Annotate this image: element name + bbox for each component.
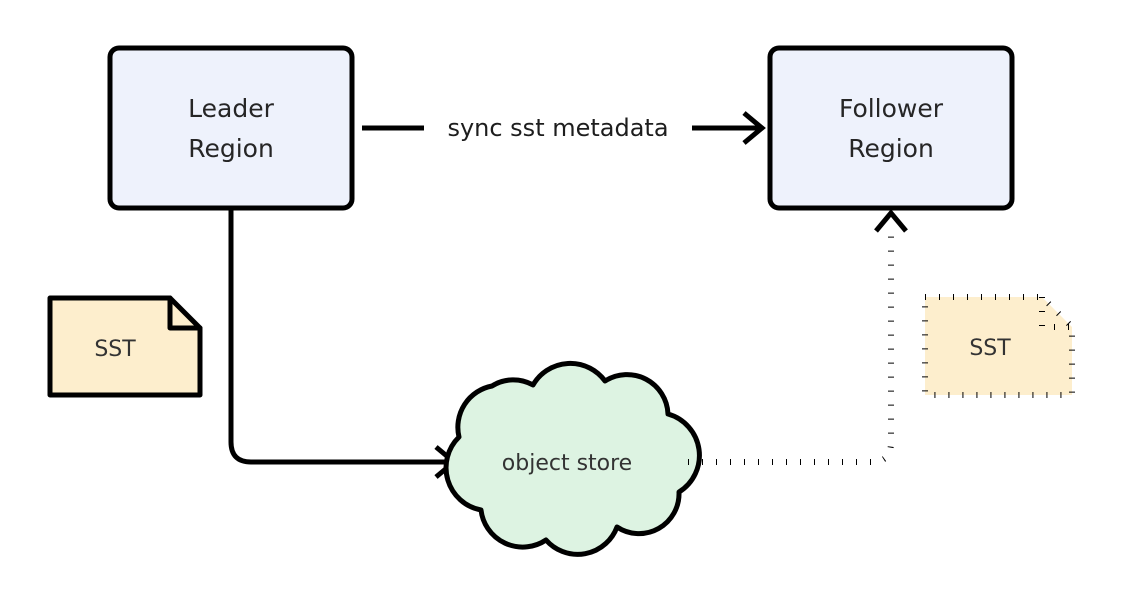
sst-leader-label: SST [94,337,136,362]
edge-sync-metadata: sync sst metadata [362,111,766,145]
upload-to-store-path [228,210,452,465]
leader-region-box [107,45,355,211]
sync-metadata-arrowhead [742,111,766,145]
sst-follower-note-fill [925,297,1072,395]
sst-follower-label: SST [969,336,1011,361]
leader-region-label-line2: Region [188,134,274,163]
node-leader-region[interactable]: Leader Region [107,45,355,211]
fetch-from-store-arrowhead [874,209,908,233]
node-sst-leader[interactable]: SST [47,295,203,398]
leader-region-label-line1: Leader [188,94,274,123]
fetch-from-store-path [688,228,894,465]
node-sst-follower[interactable]: SST [922,294,1075,398]
sst-leader-fold [167,295,203,331]
edge-upload-to-store [228,210,458,479]
object-store-cloud [443,360,702,557]
sync-metadata-label: sync sst metadata [447,114,668,142]
follower-region-label-line2: Region [848,134,934,163]
edge-fetch-from-store [688,209,908,465]
node-follower-region[interactable]: Follower Region [767,45,1015,211]
object-store-label: object store [502,451,632,476]
sst-leader-note-shape [47,295,203,398]
node-object-store[interactable]: object store [443,360,702,557]
follower-region-label-line1: Follower [839,94,944,123]
follower-region-box [767,45,1015,211]
